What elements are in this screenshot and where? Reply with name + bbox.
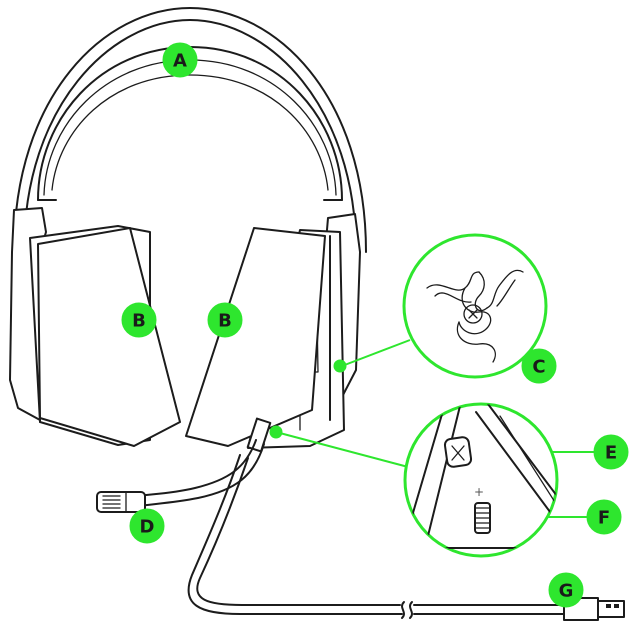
callout-a: A [162, 42, 198, 78]
controls-detail-zoom: + [403, 402, 559, 558]
volume-plus-mark: + [474, 485, 484, 499]
callout-d: D [129, 508, 165, 544]
callout-g: G [548, 572, 584, 608]
callout-e: E [593, 434, 629, 470]
svg-text:E: E [605, 443, 617, 464]
callout-b-left: B [121, 302, 157, 338]
svg-text:D: D [140, 517, 155, 538]
callout-b-right: B [207, 302, 243, 338]
microphone-boom [96, 417, 272, 513]
callout-f: F [586, 499, 622, 535]
svg-text:A: A [173, 51, 187, 72]
svg-text:B: B [218, 311, 232, 332]
headband [13, 7, 367, 253]
svg-text:G: G [559, 581, 574, 602]
svg-text:C: C [532, 357, 545, 378]
razer-snake-logo-icon [426, 269, 524, 363]
svg-text:F: F [598, 508, 610, 529]
right-earcup [185, 213, 361, 449]
mic-mute-icon [443, 436, 473, 468]
usb-cable [187, 454, 625, 621]
left-earcup [9, 207, 181, 447]
svg-text:B: B [132, 311, 146, 332]
callout-c: C [521, 348, 557, 384]
usb-plug-icon [563, 597, 625, 621]
volume-scroll-wheel [474, 502, 491, 534]
mic-grille [102, 495, 121, 509]
logo-detail-zoom [402, 233, 548, 379]
anchor-dots [269, 359, 347, 439]
